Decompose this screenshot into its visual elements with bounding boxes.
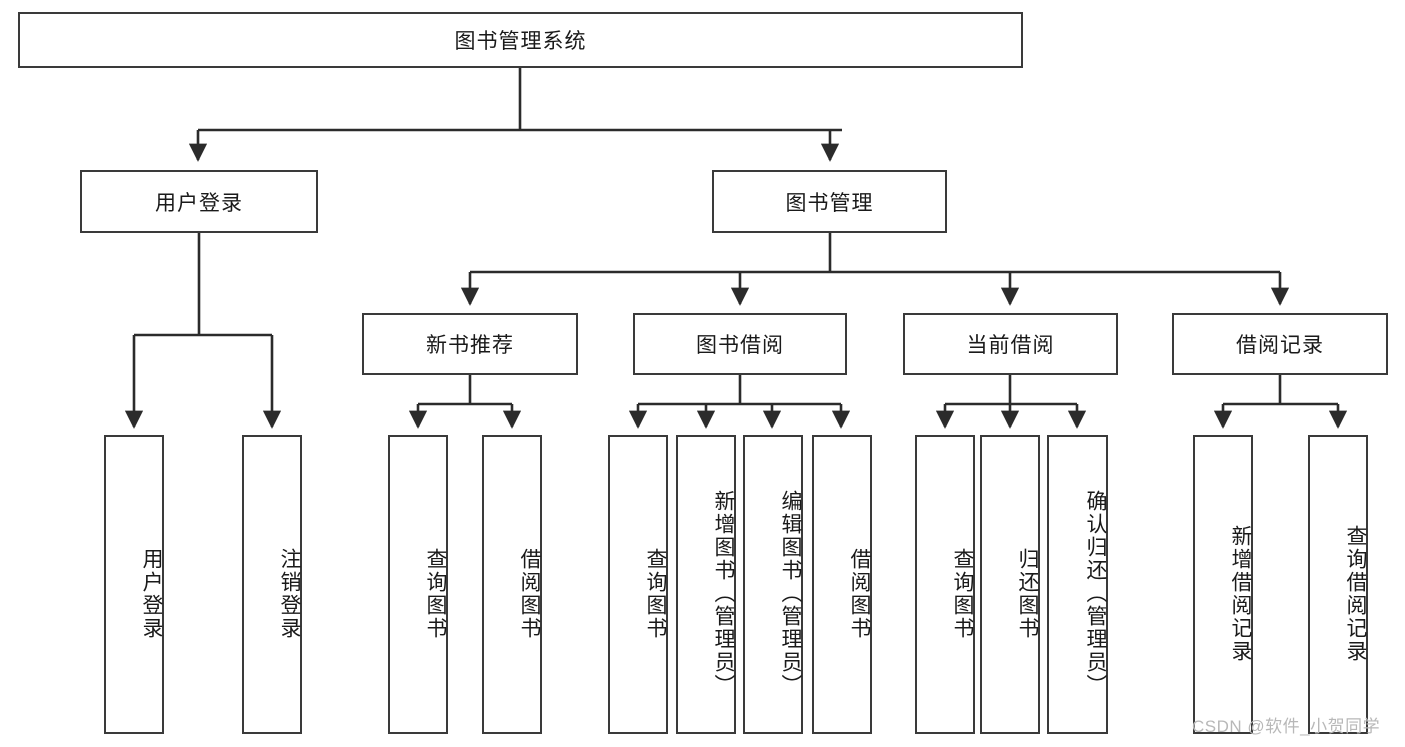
node-label: 借阅图书 [518, 547, 541, 640]
node-label: 查询图书 [951, 547, 974, 640]
node-label: 查询图书 [644, 547, 667, 640]
leaf-logout-login[interactable]: 注销登录 [242, 435, 302, 734]
leaf-current-confirm-return-admin[interactable]: 确认归还（管理员） [1047, 435, 1108, 734]
node-label: 新书推荐 [426, 334, 514, 357]
leaf-user-login[interactable]: 用户登录 [104, 435, 164, 734]
node-label: 用户登录 [155, 191, 243, 215]
node-label: 新增借阅记录 [1229, 524, 1252, 663]
watermark-csdn: CSDN @软件_小贺同学 [1192, 717, 1381, 736]
node-user-login[interactable]: 用户登录 [80, 170, 318, 233]
node-new-book-recommend[interactable]: 新书推荐 [362, 313, 578, 375]
node-label: 图书管理 [785, 191, 874, 215]
node-current-borrow[interactable]: 当前借阅 [903, 313, 1118, 375]
leaf-borrow-edit-book-admin[interactable]: 编辑图书（管理员） [743, 435, 803, 734]
node-label: 归还图书 [1016, 547, 1039, 640]
leaf-current-return-book[interactable]: 归还图书 [980, 435, 1040, 734]
leaf-current-query-book[interactable]: 查询图书 [915, 435, 975, 734]
node-label: 查询图书 [424, 547, 447, 640]
node-label: 图书管理系统 [454, 30, 587, 53]
leaf-record-add-record[interactable]: 新增借阅记录 [1193, 435, 1253, 734]
leaf-recommend-query-book[interactable]: 查询图书 [388, 435, 448, 734]
node-label: 编辑图书（管理员） [779, 490, 802, 697]
node-label: 用户登录 [140, 547, 163, 640]
node-root-system[interactable]: 图书管理系统 [18, 12, 1023, 68]
node-label: 借阅图书 [848, 547, 871, 640]
node-label: 当前借阅 [966, 334, 1055, 357]
leaf-borrow-borrow-book[interactable]: 借阅图书 [812, 435, 872, 734]
leaf-borrow-query-book[interactable]: 查询图书 [608, 435, 668, 734]
node-label: 查询借阅记录 [1344, 524, 1367, 663]
node-label: 图书借阅 [696, 334, 784, 357]
leaf-record-query-record[interactable]: 查询借阅记录 [1308, 435, 1368, 734]
node-borrow-record[interactable]: 借阅记录 [1172, 313, 1388, 375]
leaf-borrow-add-book-admin[interactable]: 新增图书（管理员） [676, 435, 736, 734]
node-label: 注销登录 [278, 547, 301, 640]
node-book-management[interactable]: 图书管理 [712, 170, 947, 233]
node-label: 确认归还（管理员） [1084, 490, 1107, 697]
node-label: 借阅记录 [1236, 334, 1324, 357]
leaf-recommend-borrow-book[interactable]: 借阅图书 [482, 435, 542, 734]
node-label: 新增图书（管理员） [712, 490, 735, 697]
node-book-borrow[interactable]: 图书借阅 [633, 313, 847, 375]
